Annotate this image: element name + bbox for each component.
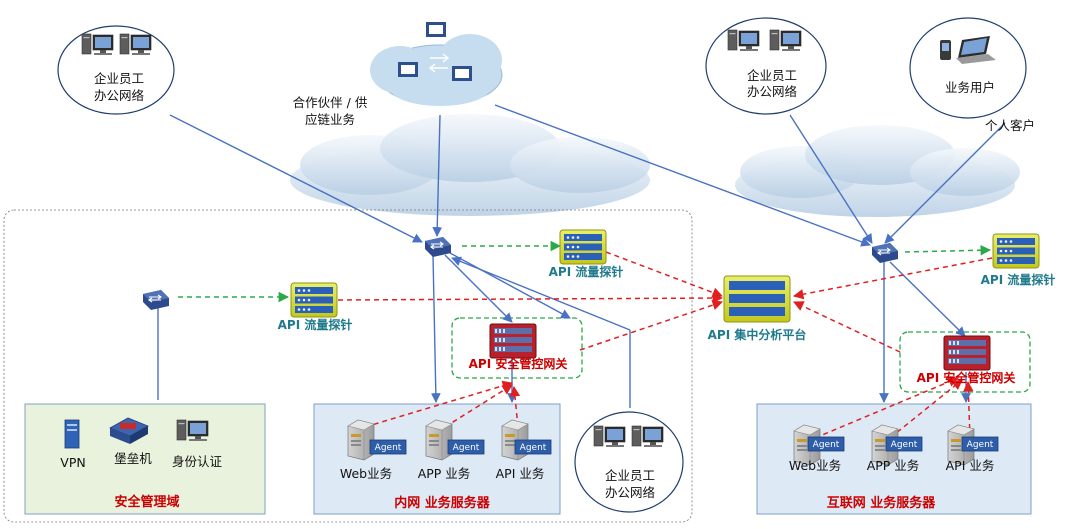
probe-label: API 流量探针	[549, 264, 624, 279]
office-net-label-line2: 办公网络	[747, 84, 798, 99]
agent-label: Agent	[891, 440, 918, 450]
office-net-label-line2: 办公网络	[94, 88, 145, 103]
api-server: Agent API 业务	[496, 419, 552, 481]
personal-customer-label: 个人客户	[985, 118, 1035, 133]
web-server: Agent Web业务	[789, 424, 845, 473]
agent-label: Agent	[375, 443, 402, 453]
analysis-platform-label: API 集中分析平台	[708, 327, 807, 342]
internal-network-boundary	[3, 209, 693, 523]
partner-pc-icon	[398, 22, 472, 81]
gateway-left-highlight	[451, 317, 583, 379]
security-switch-icon	[142, 289, 170, 311]
api-analysis-platform: API 集中分析平台	[708, 275, 807, 342]
office-net-label-line2: 办公网络	[605, 485, 656, 500]
mirror-links	[178, 240, 992, 303]
agent-label: Agent	[967, 440, 994, 450]
api-traffic-probe-center: API 流量探针	[549, 229, 624, 279]
network-links	[157, 104, 1006, 408]
internet-servers: Agent Web业务 Agent APP 业务 Agent API 业务 互联…	[789, 424, 999, 511]
server-label: APP 业务	[867, 458, 920, 473]
cloud-backdrop-left	[290, 114, 650, 216]
web-server: Agent Web业务	[340, 419, 407, 481]
vpn-device-icon	[64, 419, 80, 449]
probe-icon	[290, 282, 338, 318]
api-traffic-probe-right: API 流量探针	[981, 233, 1056, 287]
security-zone-items: VPN 堡垒机 身份认证 安全管理域	[60, 417, 223, 510]
report-links	[337, 251, 993, 439]
intranet-servers: Agent Web业务 Agent APP 业务 Agent API 业务 内网…	[340, 419, 552, 511]
server-label: API 业务	[946, 458, 995, 473]
auth-label: 身份认证	[172, 454, 223, 469]
gateway-icon	[943, 335, 991, 371]
mobile-phone-icon	[940, 40, 951, 60]
api-traffic-probe-left: API 流量探针	[278, 282, 353, 332]
agent-label: Agent	[453, 443, 480, 453]
api-security-gateway-left: API 安全管控网关	[469, 323, 568, 371]
bastion-host-icon	[109, 417, 149, 444]
office-net-label-line1: 企业员工	[94, 71, 144, 86]
agent-label: Agent	[813, 440, 840, 450]
api-security-gateway-right: API 安全管控网关	[917, 335, 1016, 385]
probe-label: API 流量探针	[981, 272, 1056, 287]
office-net-label-line1: 企业员工	[605, 468, 655, 483]
gateway-label: API 安全管控网关	[917, 370, 1016, 385]
internet-zone-title: 互联网 业务服务器	[827, 495, 937, 511]
internet-switch-icon	[871, 242, 899, 264]
business-user-group: 业务用户	[909, 17, 1027, 119]
office-net-label-line1: 企业员工	[747, 68, 797, 83]
office-network-top-right: 企业员工 办公网络	[705, 17, 827, 115]
app-server: Agent APP 业务	[867, 424, 923, 473]
bastion-label: 堡垒机	[114, 451, 152, 466]
business-user-label: 业务用户	[945, 80, 995, 95]
server-label: Web业务	[789, 458, 841, 473]
probe-icon	[559, 229, 607, 265]
partner-label-line2: 应链业务	[305, 112, 355, 127]
office-network-bottom: 企业员工 办公网络	[574, 411, 684, 513]
cloud-backdrop-right	[735, 125, 1020, 217]
gateway-icon	[489, 323, 537, 359]
app-server: Agent APP 业务	[418, 419, 485, 481]
agent-label: Agent	[520, 443, 547, 453]
laptop-icon	[956, 36, 996, 64]
security-zone-title: 安全管理域	[114, 494, 179, 510]
intranet-zone-title: 内网 业务服务器	[394, 495, 491, 511]
probe-label: API 流量探针	[278, 317, 353, 332]
vpn-label: VPN	[60, 455, 85, 470]
server-label: Web业务	[340, 466, 392, 481]
partner-cloud	[370, 22, 503, 106]
probe-icon	[992, 233, 1040, 269]
core-switch-icon	[424, 236, 452, 258]
office-network-top-left: 企业员工 办公网络	[57, 25, 175, 115]
partner-label-line1: 合作伙伴 / 供	[293, 95, 368, 110]
gateway-label: API 安全管控网关	[469, 356, 568, 371]
server-label: API 业务	[496, 466, 545, 481]
api-server: Agent API 业务	[946, 424, 999, 473]
server-label: APP 业务	[418, 466, 471, 481]
